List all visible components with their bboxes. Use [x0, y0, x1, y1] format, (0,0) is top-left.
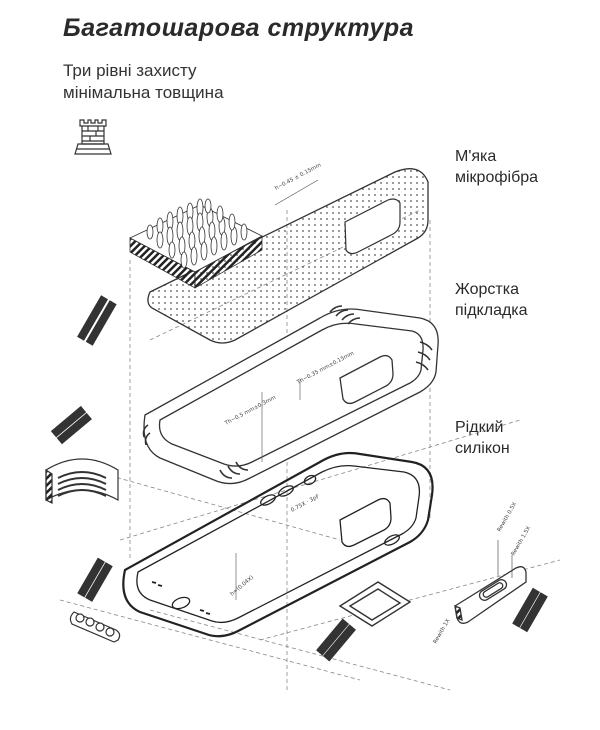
diagram-title: Багатошарова структура: [63, 14, 415, 42]
svg-text:0.75X · 3pF: 0.75X · 3pF: [290, 494, 321, 514]
button-strip-part: [69, 557, 121, 643]
diagram-subtitle: Три рівні захисту мінімальна товщина: [63, 60, 224, 104]
svg-text:h≈(0.04X): h≈(0.04X): [229, 575, 255, 598]
layer-label-liquid-silicone-line2: силікон: [455, 440, 510, 457]
subtitle-line-1: Три рівні захисту: [63, 61, 197, 80]
square-pad-part: [316, 581, 412, 662]
layer-label-liquid-silicone-line1: Рідкий: [455, 419, 504, 436]
svg-text:h~0.45 ± 0.15mm: h~0.45 ± 0.15mm: [274, 162, 322, 191]
castle-tower-icon: [74, 119, 112, 155]
layer-label-microfiber: М'яка мікрофібра: [455, 146, 538, 188]
subtitle-line-2: мінімальна товщина: [63, 83, 224, 102]
svg-text:Rewith 0.5X: Rewith 0.5X: [497, 501, 519, 533]
layer-label-liquid-silicone: Рідкий силікон: [455, 417, 510, 459]
hard-shell-layer: Th~0.5 mm±0.3mm Th~0.35 mm±0.15mm: [142, 305, 439, 485]
silicone-frame-layer: 0.75X · 3pF h≈(0.04X): [122, 451, 434, 638]
layer-label-microfiber-line1: М'яка: [455, 148, 497, 165]
layer-label-microfiber-line2: мікрофібра: [455, 169, 539, 186]
svg-text:Rewith 1.5X: Rewith 1.5X: [511, 525, 533, 557]
layer-label-hard-shell-line2: підкладка: [455, 302, 528, 319]
layer-label-hard-shell-line1: Жорстка: [455, 281, 519, 298]
camera-ring-part: [45, 405, 119, 504]
svg-text:Rewith 1X: Rewith 1X: [433, 618, 452, 645]
side-button-detail: Rewith 0.5X Rewith 1.5X Rewith 1X: [433, 501, 548, 645]
fiber-cluster: [129, 198, 263, 289]
layer-label-hard-shell: Жорстка підкладка: [455, 279, 528, 321]
